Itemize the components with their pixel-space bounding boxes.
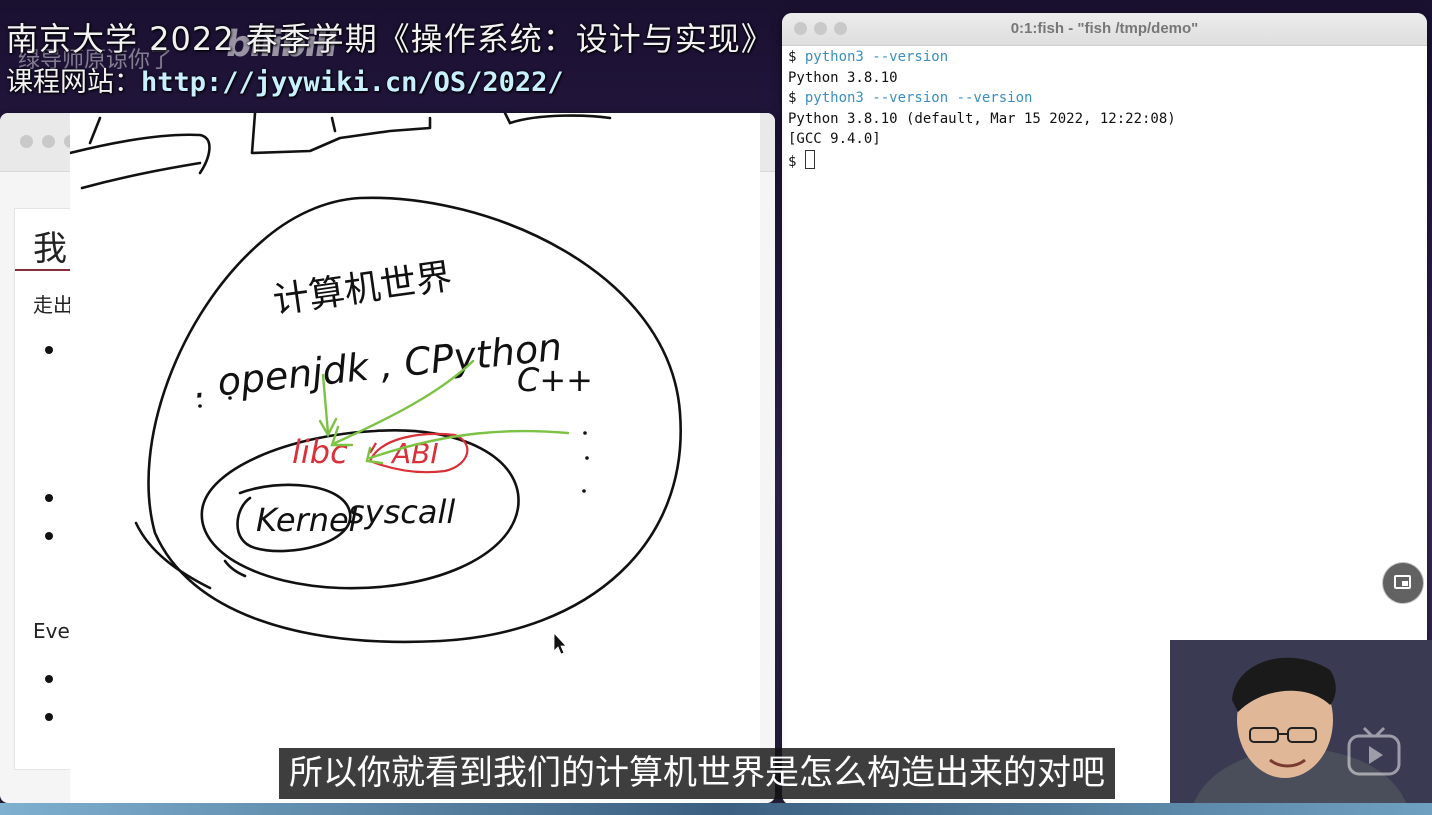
terminal-line: $ python3 --version [788,47,1176,68]
mouse-cursor-icon [553,631,567,655]
slide-text-1: 走出 [33,293,73,317]
terminal-cursor [804,149,815,169]
subtitle-caption: 所以你就看到我们的计算机世界是怎么构造出来的对吧 [279,748,1115,799]
kernel-circle [236,483,352,553]
picture-in-picture-button[interactable] [1382,562,1424,604]
prompt-symbol: $ [788,49,805,65]
bullet-icon [45,346,53,354]
terminal-line: Python 3.8.10 (default, Mar 15 2022, 12:… [788,109,1176,130]
scribble [250,113,432,155]
watermark-text: 绿导师原谅你了 [18,48,173,73]
handwritten-diagram: 计算机世界 . openjdk , CPython C++ Kernel sys… [70,113,682,655]
label-cpp: C++ [517,361,593,399]
scribble [503,113,512,125]
output-text: [GCC 9.4.0] [788,131,881,147]
arrow-openjdk [321,373,330,435]
ellipsis-dots [198,396,589,493]
maximize-button[interactable] [834,22,847,35]
bullet-icon [45,713,53,721]
prompt-symbol: $ [788,90,805,106]
bullet-icon [45,494,53,502]
command-text: python3 --version [804,49,949,65]
course-site-url[interactable]: http://jyywiki.cn/OS/2022/ [141,67,564,98]
output-text: Python 3.8.10 (default, Mar 15 2022, 12:… [788,110,1176,127]
course-site: 课程网站：http://jyywiki.cn/OS/2022/ [6,60,564,99]
scribble [223,559,247,578]
minimize-button[interactable] [814,22,827,35]
scribble [134,521,212,590]
bottom-decoration [0,803,1432,815]
presenter-image [1170,640,1432,815]
course-site-label: 课程网站： [6,67,141,98]
terminal-line: [GCC 9.4.0] [788,129,1176,150]
scribble [88,116,102,145]
terminal-line: Python 3.8.10 [788,68,1176,89]
libc-circle [200,429,520,590]
label-abi: ABI [390,437,439,470]
command-text: python3 --version --version [804,90,1033,106]
drawing-canvas[interactable]: 计算机世界 . openjdk , CPython C++ Kernel sys… [70,113,760,803]
terminal-title: 0:1:fish - "fish /tmp/demo" [1010,20,1199,37]
arrow-cpp [368,429,570,460]
scribble [80,161,202,190]
bullet-icon [45,532,53,540]
label-kernel: Kernel [256,501,358,539]
label-world: 计算机世界 [271,256,455,322]
arrow-cpython [333,359,475,445]
course-title: 南京大学 2022 春季学期《操作系统：设计与实现》 [6,20,774,58]
close-button[interactable] [20,135,33,148]
slide-heading: 我 [33,229,67,269]
label-runtimes: . openjdk , CPython [191,324,564,406]
slide-text-2: Eve [33,619,70,643]
outer-world-circle [147,196,682,644]
terminal-line: $ [788,149,1176,171]
picture-in-picture-icon [1394,575,1411,589]
label-syscall: syscall [348,493,455,531]
prompt-symbol: $ [788,153,805,170]
scribble [508,114,612,125]
abi-circle [368,432,469,474]
terminal-titlebar[interactable]: 0:1:fish - "fish /tmp/demo" [782,13,1427,46]
output-text: Python 3.8.10 [788,69,898,86]
bilibili-tv-icon[interactable] [1346,726,1402,778]
terminal-line: $ python3 --version --version [788,88,1176,109]
minimize-button[interactable] [42,135,55,148]
scribble [70,133,211,175]
label-libc: libc [292,433,348,471]
webcam-feed [1170,640,1432,815]
close-button[interactable] [794,22,807,35]
bullet-icon [45,675,53,683]
scribble [330,116,337,133]
